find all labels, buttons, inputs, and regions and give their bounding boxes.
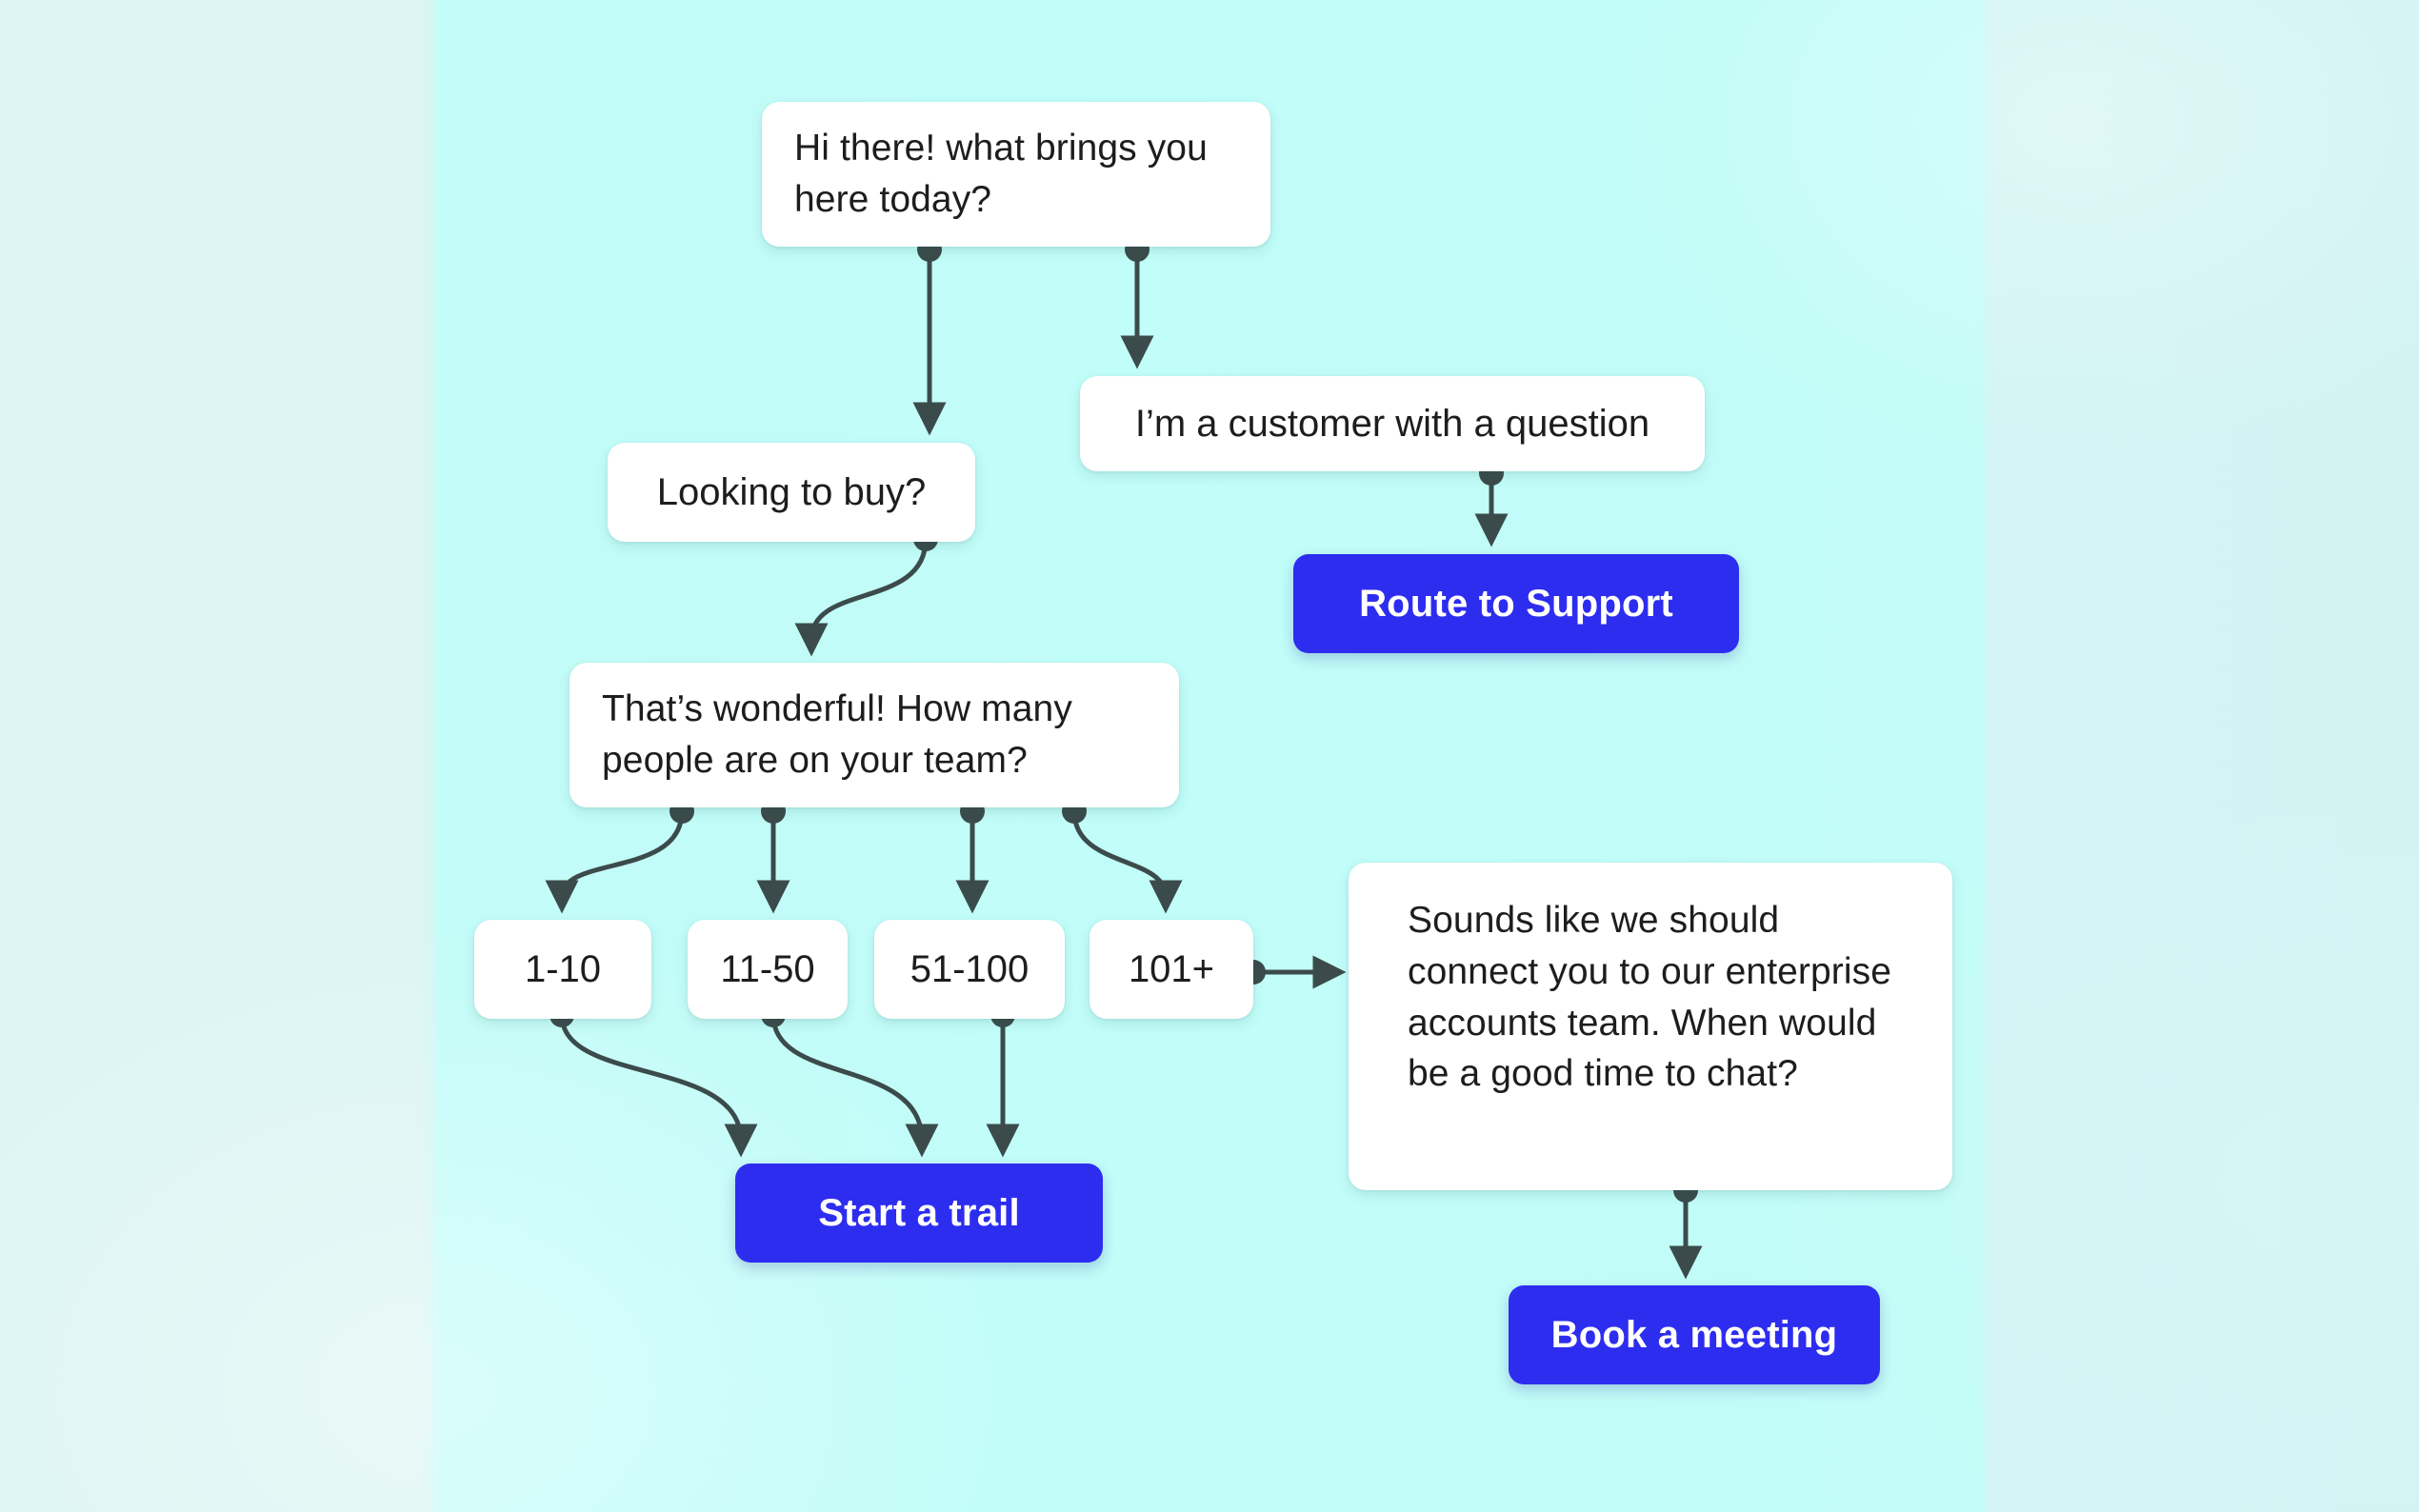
- node-option-range-11-50[interactable]: 11-50: [688, 920, 848, 1019]
- edge-team-range1: [545, 808, 685, 914]
- node-option-range-51-100[interactable]: 51-100: [874, 920, 1065, 1019]
- node-team-size-message[interactable]: That’s wonderful! How many people are on…: [570, 663, 1179, 807]
- node-option-customer-question[interactable]: I’m a customer with a question: [1080, 376, 1705, 471]
- node-option-looking-to-buy[interactable]: Looking to buy?: [608, 443, 975, 542]
- start-a-trail-button[interactable]: Start a trail: [735, 1164, 1103, 1263]
- node-option-range-1-10[interactable]: 1-10: [474, 920, 651, 1019]
- route-to-support-button[interactable]: Route to Support: [1293, 554, 1739, 653]
- edge-range2-trail: [770, 1012, 939, 1158]
- node-enterprise-message[interactable]: Sounds like we should connect you to our…: [1349, 863, 1952, 1190]
- edge-range1-trail: [559, 1012, 758, 1158]
- edge-looking-team: [794, 536, 929, 657]
- node-greeting-message[interactable]: Hi there! what brings you here today?: [762, 102, 1270, 247]
- book-a-meeting-button[interactable]: Book a meeting: [1509, 1285, 1880, 1384]
- node-option-range-101-plus[interactable]: 101+: [1090, 920, 1253, 1019]
- edge-team-range4: [1071, 808, 1183, 914]
